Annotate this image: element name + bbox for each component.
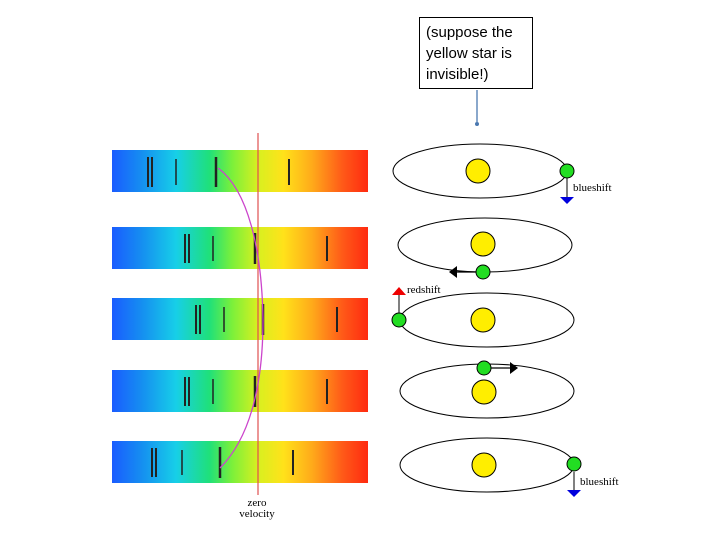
left-arrow [449, 266, 457, 278]
star [471, 379, 497, 405]
star [470, 307, 496, 333]
callout-line-2: yellow star is [426, 45, 512, 62]
spectrum-strip-5 [112, 441, 368, 483]
invisible-star-callout: (suppose the yellow star is invisible!) [419, 17, 533, 89]
redshift-label: redshift [407, 284, 441, 296]
zero-velocity-label-line-1: zero [247, 497, 267, 509]
callout-line-3: invisible!) [426, 66, 489, 83]
zero-velocity-label-line-2: velocity [239, 508, 275, 520]
orbit-panel-5 [399, 437, 582, 497]
blueshift-label-top: blueshift [573, 182, 612, 194]
orbit-panel-2 [397, 217, 573, 280]
blueshift-arrow [560, 197, 574, 204]
redshift-arrow [392, 287, 406, 295]
blueshift-arrow [567, 490, 581, 497]
planet [559, 163, 575, 179]
orbit-panel-3 [391, 287, 575, 348]
orbit-panel-4 [399, 360, 575, 419]
spectrum-strip-1 [112, 150, 368, 192]
orbit-panel-1 [392, 143, 575, 204]
spectrum-strip-4 [112, 370, 368, 412]
planet [391, 312, 407, 328]
blueshift-label-bottom: blueshift [580, 476, 619, 488]
callout-line-1: (suppose the [426, 24, 513, 41]
star [470, 231, 496, 257]
star [465, 158, 491, 184]
spectrum-strip-2 [112, 227, 368, 269]
planet [566, 456, 582, 472]
callout-pointer [475, 90, 479, 126]
planet [476, 360, 492, 376]
zero-velocity-label: zero velocity [230, 498, 284, 520]
star [471, 452, 497, 478]
planet [475, 264, 491, 280]
right-arrow [510, 362, 518, 374]
velocity-curve [217, 167, 264, 469]
spectrum-strip-3 [112, 298, 368, 340]
